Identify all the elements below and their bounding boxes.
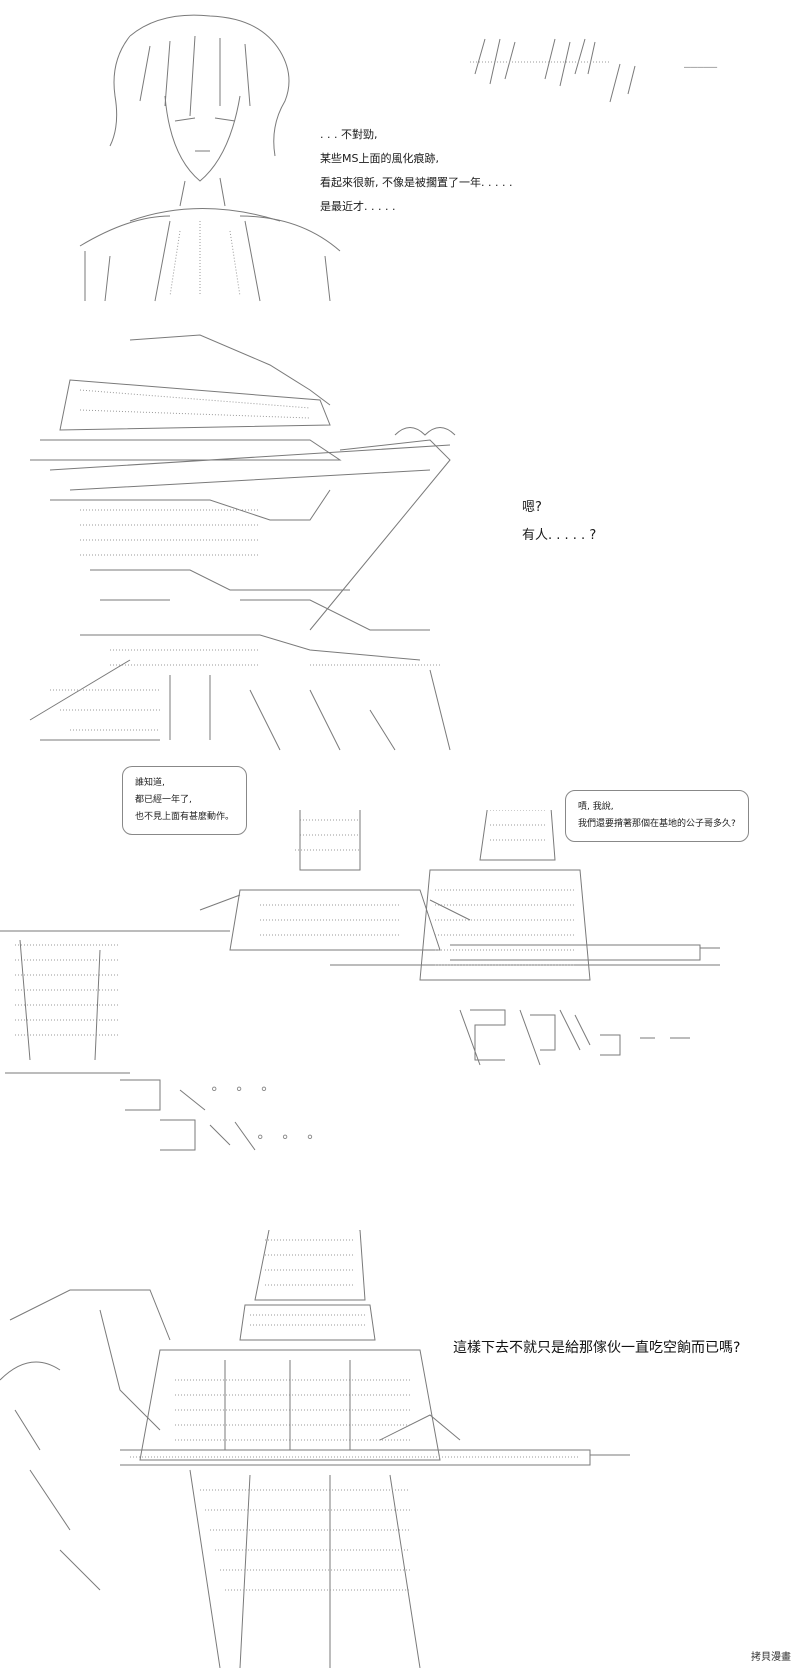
bubble-line: 我們還要揹著那個在基地的公子哥多久? xyxy=(578,819,736,829)
soldier-with-rifle-art xyxy=(0,1230,640,1668)
credit-watermark: 拷貝漫畫 xyxy=(748,1647,794,1664)
bubble-line: 都已經一年了, xyxy=(135,795,192,805)
bubble-line: 誰知道, xyxy=(135,778,165,788)
dialogue-line: 某些MS上面的風化痕跡, xyxy=(320,152,439,165)
mobile-suit-wreck-art xyxy=(10,330,470,760)
soldiers-conversation-art xyxy=(0,810,800,1210)
dialogue-line-4: 這樣下去不就只是給那傢伙一直吃空餉而已嗎? xyxy=(453,1340,741,1356)
sound-effect-dash: ————— xyxy=(684,60,718,73)
panel-1: ————— . . . 不對勁, 某些MS上面的風化痕跡, 看起來很新, 不像是… xyxy=(0,0,800,330)
panel-3: 誰知道, 都已經一年了, 也不見上面有甚麼動作。 嘖, 我說, 我們還要揹著那個… xyxy=(0,766,800,1230)
bubble-line: 嘖, 我說, xyxy=(578,802,614,812)
dialogue-line: . . . 不對勁, xyxy=(320,128,378,141)
dialogue-block-2: 嗯? 有人. . . . . ? xyxy=(522,494,596,550)
speech-bubble-right: 嘖, 我說, 我們還要揹著那個在基地的公子哥多久? xyxy=(565,790,749,842)
sound-effect-dots-1: ° ° ° xyxy=(210,1085,273,1101)
dialogue-block-1: . . . 不對勁, 某些MS上面的風化痕跡, 看起來很新, 不像是被擱置了一年… xyxy=(320,123,512,219)
dialogue-line: 有人. . . . . ? xyxy=(522,528,597,543)
dialogue-line: 看起來很新, 不像是被擱置了一年. . . . . xyxy=(320,176,513,189)
panel-4: 這樣下去不就只是給那傢伙一直吃空餉而已嗎? xyxy=(0,1230,800,1668)
character-art-figure-1 xyxy=(70,6,350,306)
sound-effect-dots-2: ° ° ° xyxy=(256,1133,319,1149)
dialogue-line: 是最近才. . . . . xyxy=(320,200,396,213)
panel-2: 嗯? 有人. . . . . ? xyxy=(0,330,800,810)
dialogue-line: 嗯? xyxy=(522,500,542,515)
speed-lines-art xyxy=(470,34,680,104)
bubble-line: 也不見上面有甚麼動作。 xyxy=(135,812,235,822)
speech-bubble-left: 誰知道, 都已經一年了, 也不見上面有甚麼動作。 xyxy=(122,766,248,835)
